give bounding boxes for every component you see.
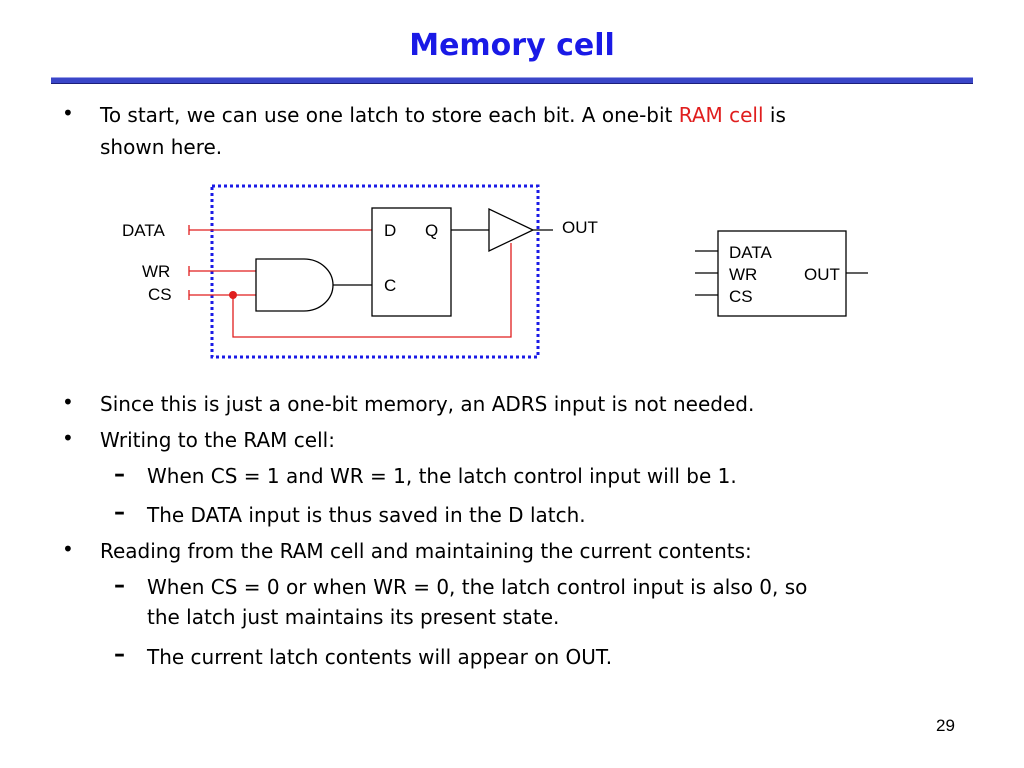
sub-bullet-marker: – (114, 642, 125, 667)
bullet-marker: • (62, 426, 74, 450)
bullet-marker: • (62, 390, 74, 414)
latch-d-label: D (384, 221, 396, 240)
block-cs-label: CS (729, 287, 753, 306)
sub-bullet-marker: – (114, 500, 125, 525)
cs-junction-dot (229, 291, 237, 299)
title-divider (51, 77, 973, 84)
bullet-3-sub-1: When CS = 1 and WR = 1, the latch contro… (147, 464, 737, 488)
sub-bullet-marker: – (114, 573, 125, 598)
bullet-3-sub-2: The DATA input is thus saved in the D la… (147, 503, 586, 527)
latch-c-label: C (384, 276, 396, 295)
bullet-marker: • (62, 101, 74, 125)
bullet-4-text: Reading from the RAM cell and maintainin… (100, 539, 752, 563)
latch-q-label: Q (425, 221, 438, 240)
block-out-label: OUT (804, 265, 840, 284)
block-data-label: DATA (729, 243, 772, 262)
block-wr-label: WR (729, 265, 757, 284)
page-number: 29 (936, 716, 955, 735)
ram-cell-block-symbol (717, 230, 847, 317)
d-latch (371, 207, 452, 317)
tristate-buffer (488, 207, 535, 253)
data-input-label: DATA (122, 221, 165, 240)
bullet-marker: • (62, 537, 74, 561)
cs-input-label: CS (148, 285, 172, 304)
bullet-4-sub-1-line-2: the latch just maintains its present sta… (147, 605, 560, 629)
bullet-1-line-1: To start, we can use one latch to store … (100, 103, 786, 127)
bullet-1-text-pre: To start, we can use one latch to store … (100, 103, 679, 127)
bullet-4-sub-2: The current latch contents will appear o… (147, 645, 613, 669)
ram-cell-highlight: RAM cell (678, 103, 764, 127)
bullet-4-sub-1-line-1: When CS = 0 or when WR = 0, the latch co… (147, 575, 808, 599)
bullet-3-text: Writing to the RAM cell: (100, 428, 335, 452)
and-gate (255, 258, 334, 312)
slide-title: Memory cell (409, 28, 615, 63)
sub-bullet-marker: – (114, 462, 125, 487)
wr-input-label: WR (142, 262, 170, 281)
bullet-1-line-2: shown here. (100, 135, 223, 159)
bullet-1-text-post: is (763, 103, 786, 127)
out-label: OUT (562, 218, 598, 237)
bullet-2-text: Since this is just a one-bit memory, an … (100, 392, 755, 416)
